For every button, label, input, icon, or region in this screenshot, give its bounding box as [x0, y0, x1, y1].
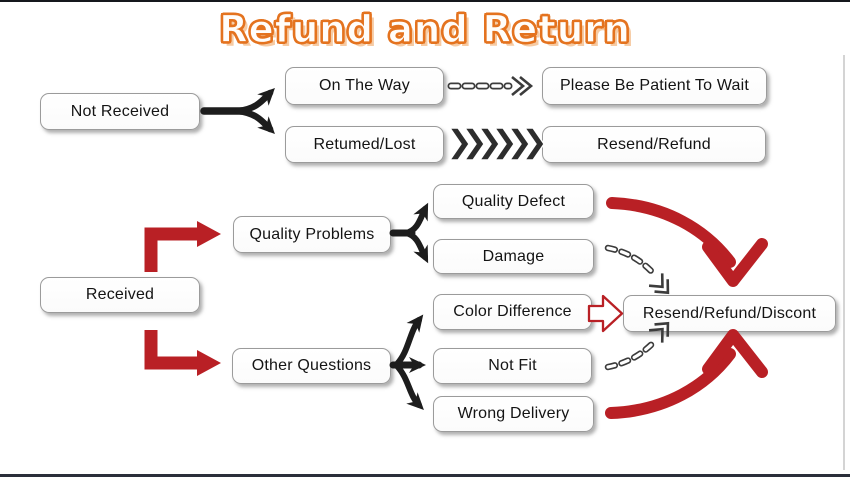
node-label: Received: [85, 286, 155, 303]
node-label: Quality Problems: [249, 225, 375, 243]
dashed-arrow-on-the-way: [447, 75, 534, 97]
red-curve-arrow-bottom: [605, 329, 768, 419]
node-label: Color Difference: [453, 303, 572, 320]
node-label: Please Be Patient To Wait: [559, 77, 750, 94]
bottom-border-line: [0, 474, 850, 477]
node-label: Not Received: [70, 102, 170, 120]
node-color-difference: Color Difference: [433, 294, 592, 330]
red-elbow-arrow-quality-problems: [144, 221, 221, 272]
node-on-the-way: On The Way: [285, 67, 444, 105]
node-label: Wrong Delivery: [457, 405, 570, 422]
red-curve-arrow-top: [606, 197, 768, 287]
node-resend-refund-discount: Resend/Refund/Discont: [623, 295, 836, 332]
node-label: On The Way: [319, 77, 410, 94]
right-divider-line: [843, 55, 845, 470]
red-elbow-arrow-other-questions: [144, 330, 221, 376]
node-label: Resend/Refund/Discont: [642, 304, 817, 322]
node-label: Resend/Refund: [597, 135, 711, 153]
node-label: Not Fit: [488, 357, 537, 374]
node-resend-refund: Resend/Refund: [542, 126, 766, 163]
node-please-be-patient: Please Be Patient To Wait: [542, 67, 767, 105]
node-returned-lost: Retumed/Lost: [285, 126, 444, 163]
hollow-red-arrow-color-difference: [587, 294, 624, 333]
node-label: Other Questions: [251, 357, 372, 374]
node-label: Quality Defect: [461, 192, 566, 210]
node-other-questions: Other Questions: [232, 348, 391, 384]
node-damage: Damage: [433, 239, 594, 274]
chevron-arrow-returned-lost: [448, 127, 545, 161]
top-border-line: [0, 0, 850, 2]
node-received: Received: [40, 277, 200, 313]
dashed-curve-arrow-damage: [604, 244, 670, 295]
node-not-fit: Not Fit: [433, 348, 592, 384]
trident-arrow-other-questions: [389, 314, 426, 410]
fork-arrow-quality-problems: [389, 202, 429, 264]
node-label: Retumed/Lost: [313, 135, 416, 153]
node-wrong-delivery: Wrong Delivery: [433, 396, 594, 432]
node-not-received: Not Received: [40, 93, 200, 130]
node-quality-defect: Quality Defect: [433, 184, 594, 219]
slide-title: Refund and Return: [219, 7, 631, 51]
node-quality-problems: Quality Problems: [233, 216, 391, 253]
fork-arrow-not-received: [200, 88, 275, 134]
node-label: Damage: [482, 247, 545, 265]
